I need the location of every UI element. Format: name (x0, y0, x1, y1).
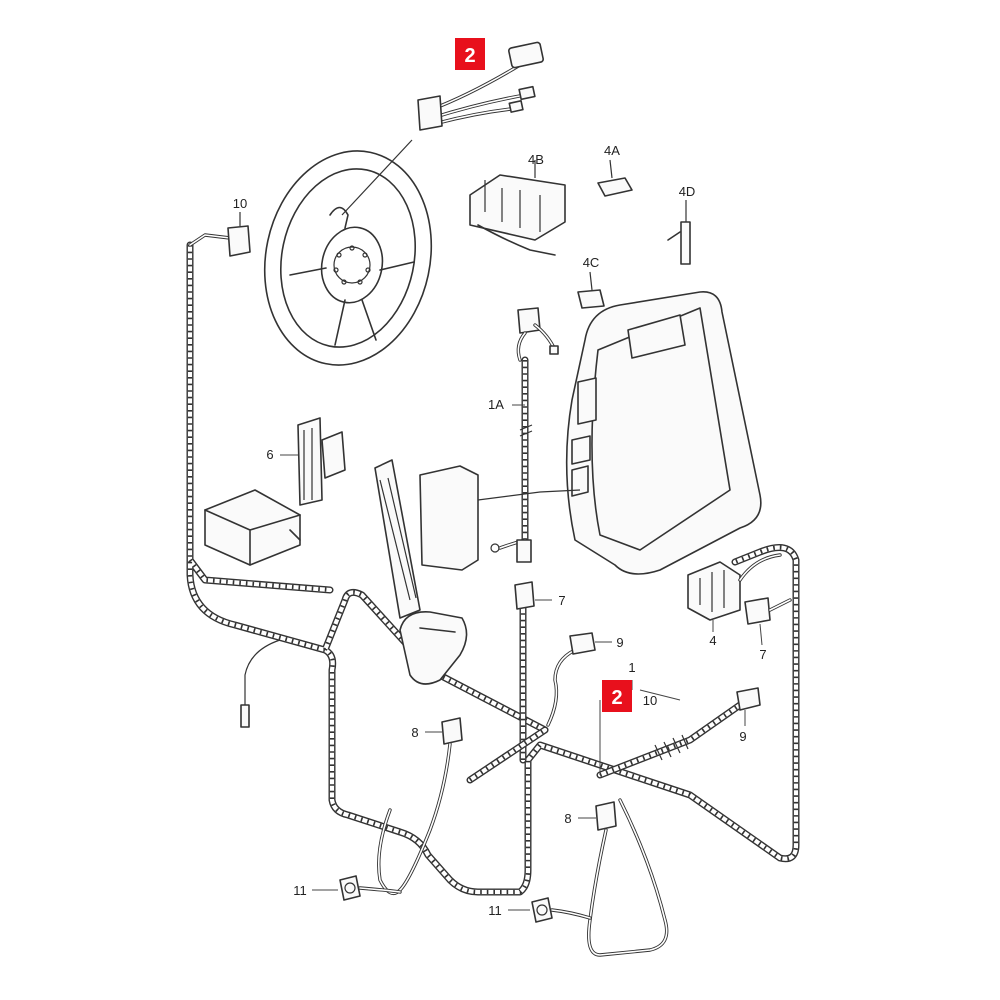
callout-7-mid: 7 (558, 593, 565, 608)
svg-text:2: 2 (611, 687, 622, 709)
nut-4c (577, 271, 605, 309)
connector-9-upper (546, 632, 612, 727)
callout-4a: 4A (604, 143, 620, 158)
control-unit-bracket-4b (469, 160, 566, 256)
sub-harness-9 (466, 701, 744, 784)
clip-4a (597, 159, 633, 197)
callout-8-left: 8 (411, 725, 418, 740)
callout-1a: 1A (488, 397, 504, 412)
callout-9-right: 9 (739, 729, 746, 744)
connector-7-mid (514, 581, 552, 610)
callout-11-left: 11 (293, 883, 307, 898)
connector-9-right (736, 687, 761, 726)
callout-4c: 4C (583, 255, 600, 270)
connector-7-right (744, 597, 792, 646)
label-strip-4d (667, 200, 691, 265)
callout-7-right: 7 (759, 647, 766, 662)
steering-wheel (263, 150, 433, 366)
sensor-cable-8-left (377, 717, 463, 895)
callout-9-upper: 9 (616, 635, 623, 650)
main-wiring-harness (186, 241, 800, 896)
callout-11-right: 11 (488, 903, 502, 918)
callout-4b: 4B (528, 152, 544, 167)
connector-1a-upper (516, 307, 559, 362)
callout-10-mid: 10 (643, 693, 657, 708)
callout-4d: 4D (679, 184, 696, 199)
sensor-cable-8-right (578, 798, 669, 957)
svg-text:2: 2 (464, 45, 475, 67)
seat-backrest (565, 291, 762, 575)
connector-1a-lower (490, 538, 532, 563)
callout-6: 6 (266, 447, 273, 462)
callout-2-mid: 2 (602, 680, 632, 712)
harness-branch-1a (519, 356, 533, 764)
callout-2-top: 2 (455, 38, 485, 70)
seat-connector-4 (687, 553, 782, 632)
clip-11-left (312, 875, 402, 901)
callout-4: 4 (709, 633, 716, 648)
control-box (204, 489, 301, 566)
connector-10-top (188, 212, 251, 257)
module-bracket-6 (280, 417, 346, 506)
seatbelt-pretensioner (374, 459, 581, 685)
clip-11-right (508, 897, 592, 923)
callout-10-top: 10 (233, 196, 247, 211)
clockspring-cable-top (341, 41, 544, 216)
callout-1: 1 (628, 660, 635, 675)
sensor-probe (240, 639, 281, 728)
callout-8-right: 8 (564, 811, 571, 826)
